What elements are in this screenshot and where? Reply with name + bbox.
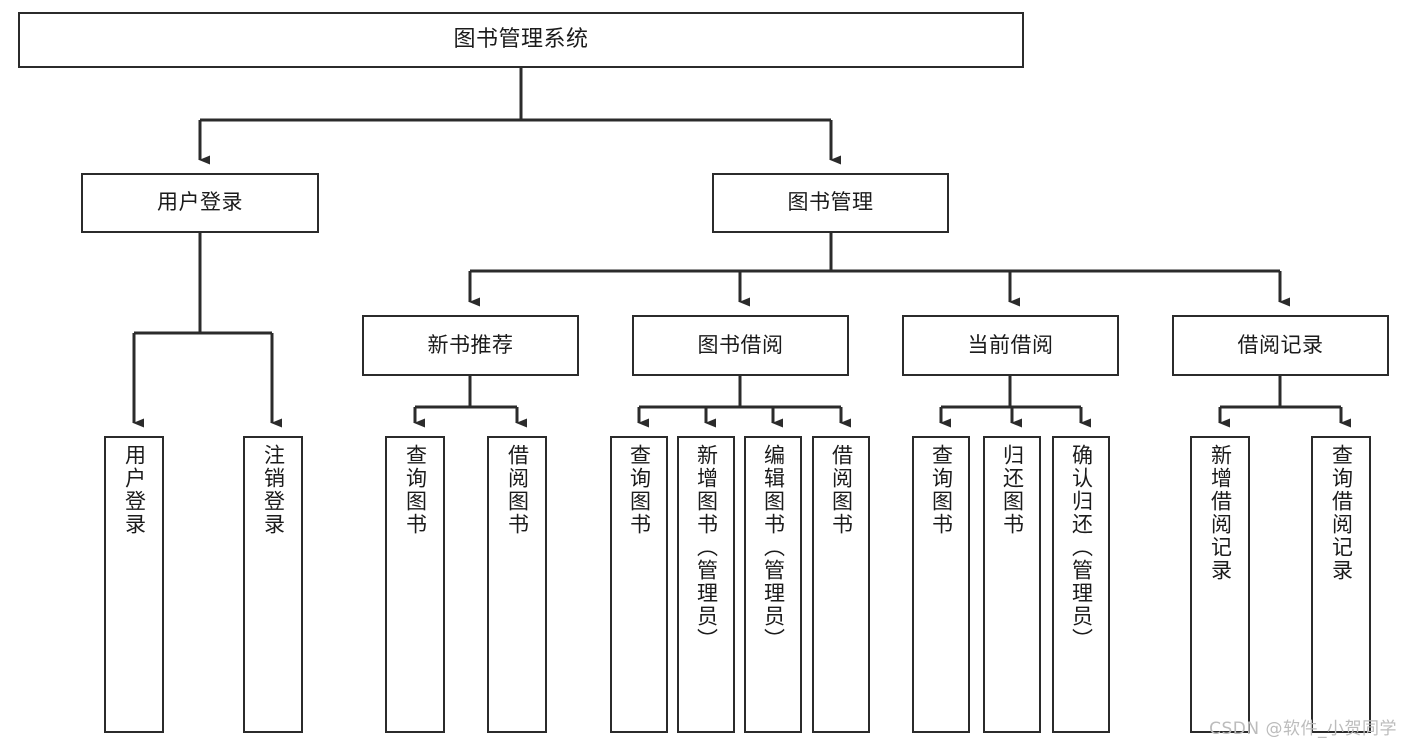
node-label: 注销登录	[261, 444, 286, 536]
leaf-node-query-book-1[interactable]: 查询图书	[385, 436, 445, 733]
leaf-node-return-book[interactable]: 归还图书	[983, 436, 1041, 733]
node-label: 图书管理系统	[453, 26, 589, 52]
node-new-book-recommendation[interactable]: 新书推荐	[362, 315, 579, 376]
leaf-node-edit-book-admin[interactable]: 编辑图书（管理员）	[744, 436, 802, 733]
node-label: 查询图书	[627, 444, 652, 536]
node-book-management-system[interactable]: 图书管理系统	[18, 12, 1024, 68]
node-label: 借阅图书	[505, 444, 530, 536]
node-label: 归还图书	[1000, 444, 1025, 536]
node-label: 查询图书	[403, 444, 428, 536]
leaf-node-logout[interactable]: 注销登录	[243, 436, 303, 733]
node-label: 用户登录	[122, 444, 147, 536]
node-label: 新增借阅记录	[1208, 444, 1233, 582]
node-user-login[interactable]: 用户登录	[81, 173, 319, 233]
node-label: 借阅图书	[829, 444, 854, 536]
node-current-borrowing[interactable]: 当前借阅	[902, 315, 1119, 376]
leaf-node-borrow-book-1[interactable]: 借阅图书	[487, 436, 547, 733]
node-label: 查询借阅记录	[1329, 444, 1354, 582]
node-label: 查询图书	[929, 444, 954, 536]
node-borrowing-record[interactable]: 借阅记录	[1172, 315, 1389, 376]
node-label: 编辑图书（管理员）	[761, 444, 786, 651]
leaf-node-query-book-2[interactable]: 查询图书	[610, 436, 668, 733]
node-label: 新书推荐	[427, 332, 514, 357]
csdn-watermark: CSDN @软件_小贺同学	[1209, 719, 1397, 739]
node-label: 图书借阅	[697, 332, 784, 357]
node-label: 借阅记录	[1237, 332, 1324, 357]
leaf-node-query-borrow-record[interactable]: 查询借阅记录	[1311, 436, 1371, 733]
node-book-management[interactable]: 图书管理	[712, 173, 949, 233]
node-label: 用户登录	[157, 190, 243, 215]
node-label: 图书管理	[787, 190, 874, 215]
leaf-node-borrow-book-2[interactable]: 借阅图书	[812, 436, 870, 733]
node-label: 新增图书（管理员）	[694, 444, 719, 651]
node-label: 确认归还（管理员）	[1069, 444, 1094, 651]
leaf-node-add-borrow-record[interactable]: 新增借阅记录	[1190, 436, 1250, 733]
leaf-node-add-book-admin[interactable]: 新增图书（管理员）	[677, 436, 735, 733]
leaf-node-user-login[interactable]: 用户登录	[104, 436, 164, 733]
node-book-borrowing[interactable]: 图书借阅	[632, 315, 849, 376]
leaf-node-confirm-return-admin[interactable]: 确认归还（管理员）	[1052, 436, 1110, 733]
leaf-node-query-book-3[interactable]: 查询图书	[912, 436, 970, 733]
node-label: 当前借阅	[967, 332, 1054, 357]
